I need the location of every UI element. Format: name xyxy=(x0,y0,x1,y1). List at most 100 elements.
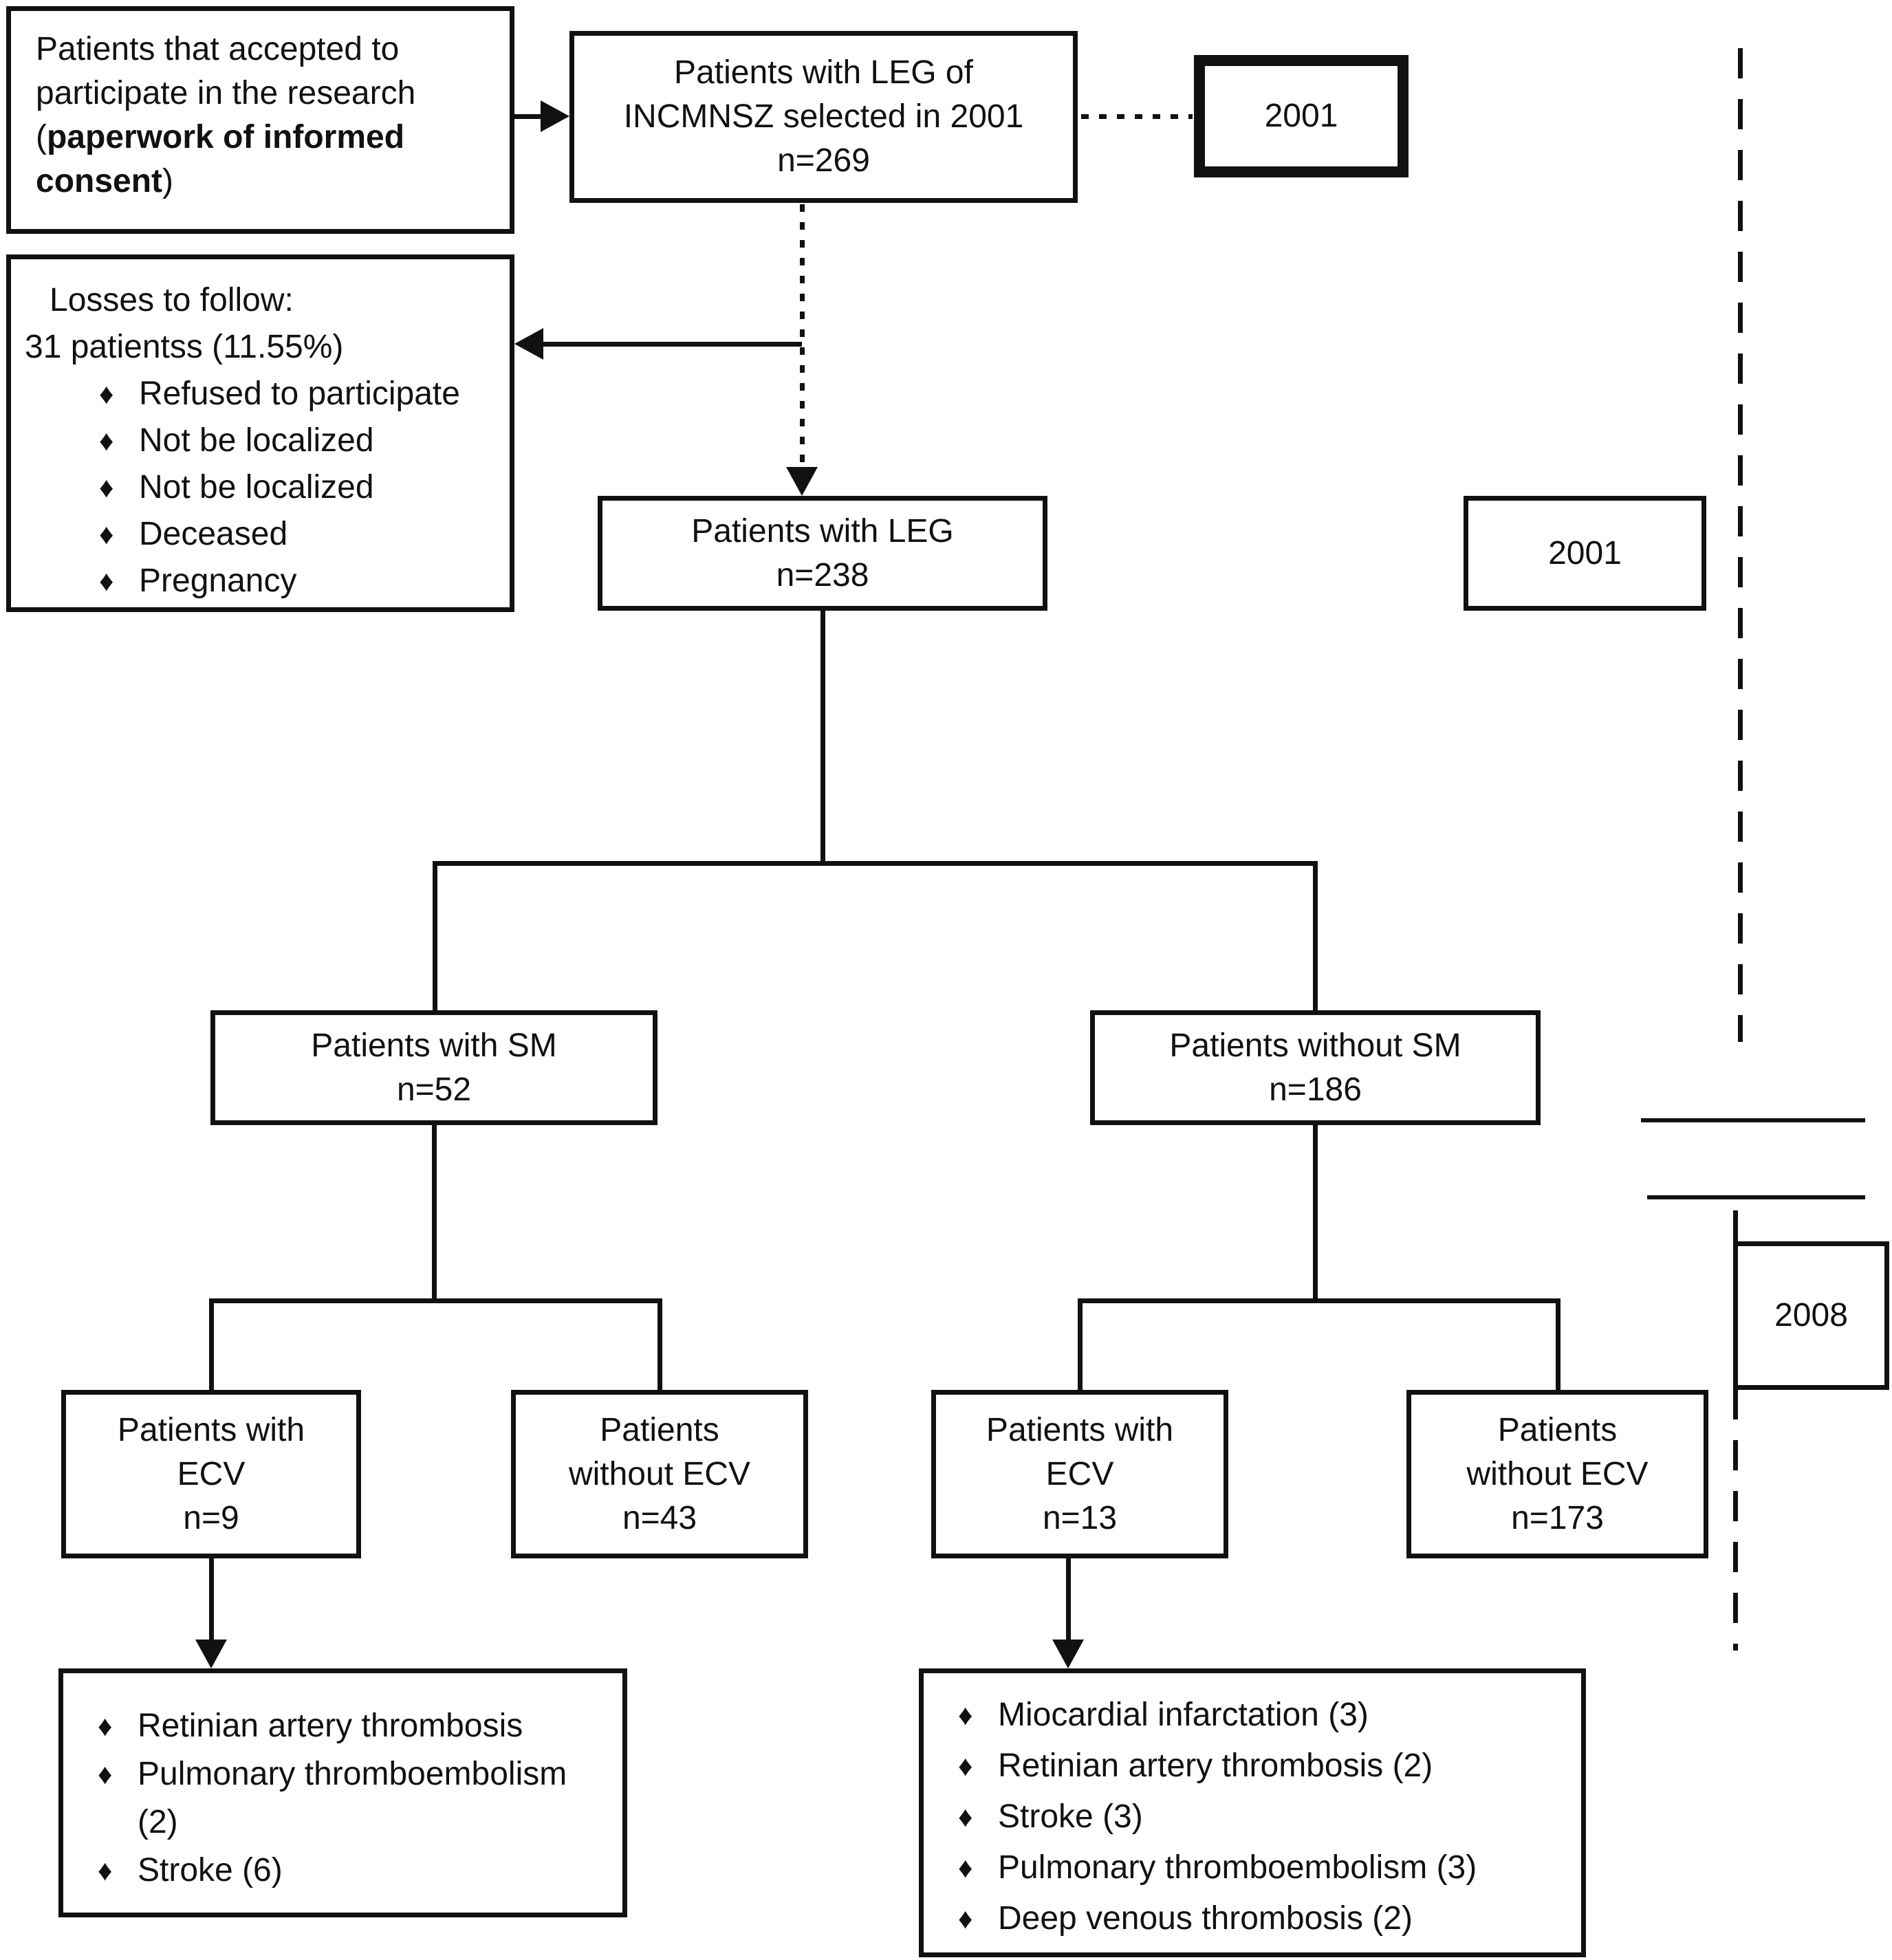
split-ecv-sm-right-vertical xyxy=(657,1298,662,1390)
accepted-text-normal: Patients that accepted to participate in… xyxy=(36,31,416,155)
without-ecv-nosm-box: Patients without ECV n=173 xyxy=(1406,1390,1708,1558)
with-ecv-nosm-line2: ECV xyxy=(1045,1455,1114,1492)
connector-leg-down xyxy=(820,609,825,865)
events-nosm-item: ♦ Pulmonary thromboembolism (3) xyxy=(958,1842,1565,1893)
diamond-bullet-icon: ♦ xyxy=(98,1854,113,1886)
year-2001-top-box: 2001 xyxy=(1194,55,1409,177)
leg-box: Patients with LEG n=238 xyxy=(598,496,1047,611)
arrowhead-into-losses-icon xyxy=(514,328,543,360)
split-sm-left-vertical xyxy=(433,861,437,1010)
events-nosm-box: ♦ Miocardial infarctation (3) ♦ Retinian… xyxy=(919,1668,1586,1957)
connector-ecv-sm-down xyxy=(209,1557,214,1644)
timeline-dashed-line-top xyxy=(1738,48,1743,1042)
events-nosm-item-label: Deep venous thrombosis (2) xyxy=(998,1900,1413,1937)
without-ecv-sm-line2: without ECV xyxy=(568,1455,751,1492)
losses-item-label: Deceased xyxy=(139,516,288,552)
with-ecv-sm-line1: Patients with xyxy=(117,1411,305,1448)
arrowhead-into-leg-selected-icon xyxy=(541,100,569,132)
diamond-bullet-icon: ♦ xyxy=(99,471,114,503)
with-ecv-sm-box: Patients with ECV n=9 xyxy=(61,1390,361,1558)
arrowhead-into-events-sm-icon xyxy=(195,1640,227,1668)
events-sm-item-label: Stroke (6) xyxy=(138,1852,283,1888)
split-ecv-sm-left-vertical xyxy=(209,1298,214,1390)
events-nosm-item: ♦ Deep venous thrombosis (2) xyxy=(958,1893,1565,1944)
diamond-bullet-icon: ♦ xyxy=(99,518,114,550)
events-nosm-item: ♦ Retinian artery thrombosis (2) xyxy=(958,1741,1565,1792)
connector-to-losses xyxy=(542,342,802,347)
with-sm-line1: Patients with SM xyxy=(311,1027,557,1064)
connector-ecv-nosm-down xyxy=(1066,1557,1071,1644)
events-sm-item: ♦ Pulmonary thromboembolism (2) xyxy=(98,1750,603,1847)
leg-selected-box: Patients with LEG of INCMNSZ selected in… xyxy=(569,31,1078,203)
without-ecv-nosm-line2: without ECV xyxy=(1466,1455,1649,1492)
diamond-bullet-icon: ♦ xyxy=(99,378,114,410)
diamond-bullet-icon: ♦ xyxy=(99,424,114,457)
diamond-bullet-icon: ♦ xyxy=(958,1851,973,1884)
split-ecv-sm-horizontal xyxy=(209,1298,662,1303)
losses-box: Losses to follow: 31 patientss (11.55%) … xyxy=(6,254,514,612)
without-ecv-sm-count: n=43 xyxy=(622,1499,697,1536)
leg-line1: Patients with LEG xyxy=(691,512,954,549)
accepted-patients-text: Patients that accepted to participate in… xyxy=(36,28,485,204)
year-2001-mid-label: 2001 xyxy=(1548,534,1622,571)
timeline-separator-line-2 xyxy=(1647,1195,1865,1199)
losses-item: ♦ Refused to participate xyxy=(99,371,496,417)
losses-title: Losses to follow: xyxy=(50,282,294,318)
arrowhead-into-events-nosm-icon xyxy=(1052,1640,1084,1668)
with-ecv-sm-count: n=9 xyxy=(183,1499,239,1536)
leg-selected-line1: Patients with LEG of xyxy=(674,54,973,91)
events-sm-item-label: Retinian artery thrombosis xyxy=(138,1708,523,1744)
year-2001-top-label: 2001 xyxy=(1264,98,1338,134)
connector-accepted-to-leg xyxy=(514,114,545,119)
split-sm-horizontal xyxy=(433,861,1318,866)
without-ecv-nosm-count: n=173 xyxy=(1511,1499,1604,1536)
year-2008-box: 2008 xyxy=(1733,1241,1889,1390)
with-sm-box: Patients with SM n=52 xyxy=(210,1010,657,1125)
losses-subtitle: 31 patientss (11.55%) xyxy=(25,329,344,365)
accepted-text-bold: paperwork of informed consent xyxy=(36,119,405,199)
accepted-text-suffix: ) xyxy=(162,163,174,199)
without-ecv-nosm-line1: Patients xyxy=(1497,1411,1618,1448)
with-ecv-nosm-box: Patients with ECV n=13 xyxy=(931,1390,1228,1558)
events-nosm-item: ♦ Stroke (3) xyxy=(958,1792,1565,1842)
without-sm-line1: Patients without SM xyxy=(1169,1027,1461,1064)
losses-item: ♦ Not be localized xyxy=(99,464,496,511)
without-sm-box: Patients without SM n=186 xyxy=(1090,1010,1541,1125)
diamond-bullet-icon: ♦ xyxy=(958,1902,973,1935)
with-sm-count: n=52 xyxy=(396,1071,472,1108)
losses-item-label: Not be localized xyxy=(139,469,374,505)
year-2001-mid-box: 2001 xyxy=(1464,496,1706,611)
events-nosm-item-label: Miocardial infarctation (3) xyxy=(998,1697,1369,1733)
with-ecv-nosm-line1: Patients with xyxy=(986,1411,1174,1448)
diamond-bullet-icon: ♦ xyxy=(958,1750,973,1782)
without-ecv-sm-box: Patients without ECV n=43 xyxy=(511,1390,808,1558)
events-nosm-item: ♦ Miocardial infarctation (3) xyxy=(958,1690,1565,1741)
diamond-bullet-icon: ♦ xyxy=(98,1710,113,1742)
leg-selected-line2: INCMNSZ selected in 2001 xyxy=(623,98,1024,135)
timeline-tick-above-2008 xyxy=(1733,1210,1738,1241)
losses-item: ♦ Pregnancy xyxy=(99,558,496,605)
split-ecv-nosm-right-vertical xyxy=(1556,1298,1561,1390)
dotted-connector-legselected-down xyxy=(800,204,805,469)
split-sm-right-vertical xyxy=(1313,861,1318,1010)
losses-item-label: Not be localized xyxy=(139,422,374,459)
events-sm-item-label: Pulmonary thromboembolism (2) xyxy=(138,1756,567,1840)
diamond-bullet-icon: ♦ xyxy=(958,1699,973,1731)
events-nosm-item-label: Stroke (3) xyxy=(998,1798,1143,1835)
arrowhead-into-leg-icon xyxy=(786,467,818,496)
timeline-dashed-line-bottom xyxy=(1733,1389,1738,1651)
year-2008-label: 2008 xyxy=(1774,1297,1848,1333)
timeline-separator-line-1 xyxy=(1641,1118,1865,1122)
events-nosm-item-label: Pulmonary thromboembolism (3) xyxy=(998,1849,1477,1886)
diamond-bullet-icon: ♦ xyxy=(98,1758,113,1790)
connector-withsm-down xyxy=(432,1124,437,1303)
losses-item: ♦ Deceased xyxy=(99,511,496,558)
events-sm-item: ♦ Stroke (6) xyxy=(98,1847,603,1895)
without-ecv-sm-line1: Patients xyxy=(600,1411,719,1448)
dotted-connector-leg-to-2001 xyxy=(1081,114,1193,119)
events-nosm-item-label: Retinian artery thrombosis (2) xyxy=(998,1747,1433,1784)
without-sm-count: n=186 xyxy=(1269,1071,1362,1108)
with-ecv-nosm-count: n=13 xyxy=(1042,1499,1118,1536)
split-ecv-nosm-horizontal xyxy=(1078,1298,1561,1303)
